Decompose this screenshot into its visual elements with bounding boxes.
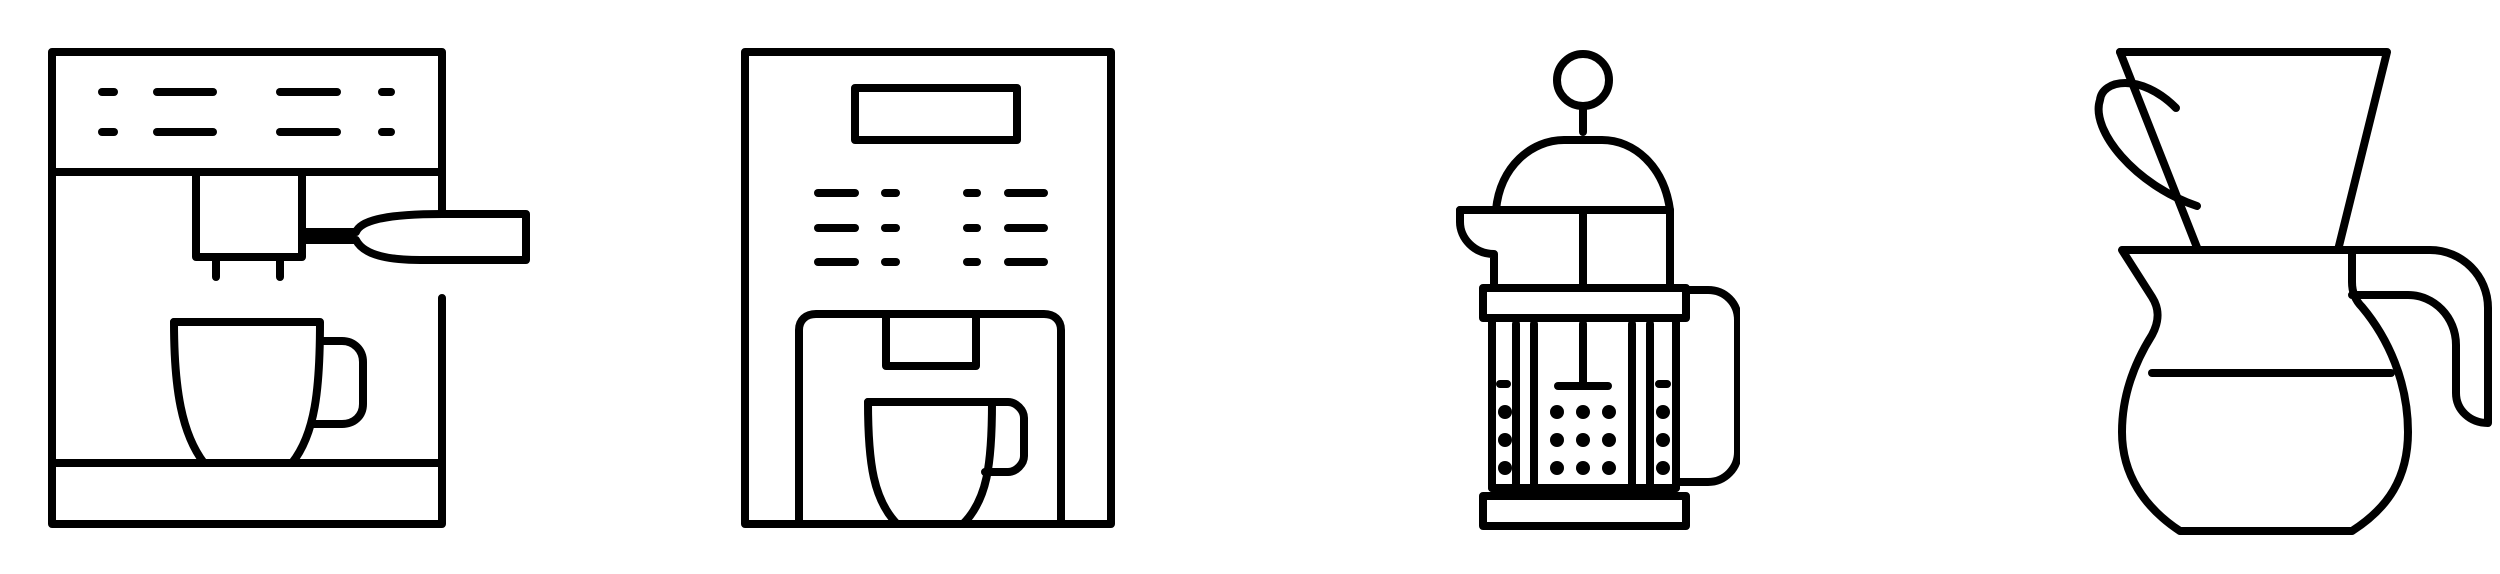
portafilter-handle [298,210,530,264]
control-buttons [814,189,1048,266]
group-head [192,170,306,281]
handle [1674,286,1740,486]
frame-and-plunger [1488,314,1680,492]
dispenser-alcove [795,310,1065,528]
plunger-knob [1553,50,1613,136]
filter-holes [1498,405,1670,475]
machine-body [741,48,1115,528]
top-band [1479,284,1690,322]
base [1479,492,1690,530]
automatic-coffee-machine-icon [580,0,1160,574]
dripper-cone [2116,48,2391,254]
machine-body [48,48,446,528]
pour-over-icon [1740,0,2500,574]
coffee-cup [170,318,367,467]
display-screen [851,84,1021,144]
coffee-cup [864,398,1028,528]
lid [1456,136,1674,292]
espresso-machine-icon [0,0,580,574]
carafe-handle [2348,246,2492,427]
french-press-icon [1160,0,1740,574]
control-buttons [98,88,395,136]
dripper-handle [2094,79,2201,210]
carafe [2118,246,2412,535]
